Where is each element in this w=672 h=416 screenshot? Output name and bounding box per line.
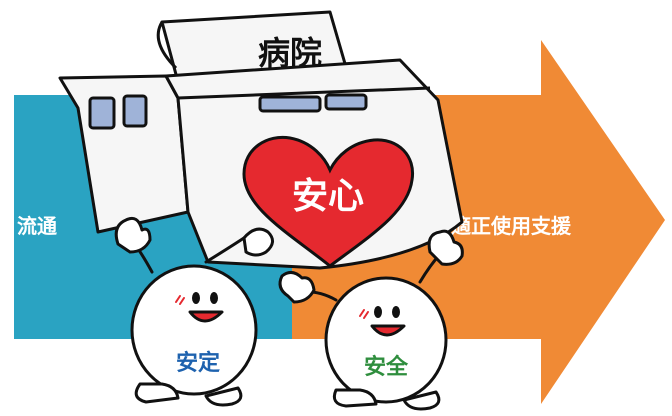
- hospital-sign-text: 病院: [258, 34, 322, 72]
- mascot-right-label: 安全: [364, 354, 409, 380]
- right-flow-label: 適正使用支援: [451, 214, 572, 238]
- mascot-left: [114, 216, 274, 407]
- left-flow-label: 流通: [17, 214, 57, 238]
- mascot-left-label: 安定: [176, 350, 220, 376]
- mascot-right: [278, 229, 464, 411]
- heart-icon: [242, 135, 415, 268]
- heart-label: 安心: [292, 176, 364, 217]
